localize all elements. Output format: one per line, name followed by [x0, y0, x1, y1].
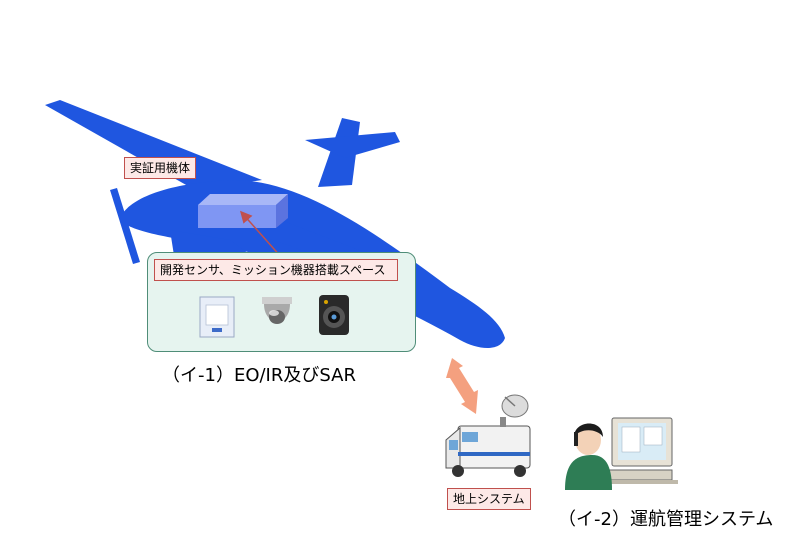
aircraft-label: 実証用機体	[124, 157, 197, 179]
ground-system-label: 地上システム	[447, 488, 531, 510]
payload-space-label: 開発センサ、ミッション機器搭載スペース	[154, 259, 398, 281]
propeller	[110, 188, 140, 264]
sensor-caption: （イ-1）EO/IR及びSAR	[162, 365, 356, 386]
rear-wing	[45, 100, 262, 190]
payload-box	[198, 194, 288, 228]
operations-caption: （イ-2）運航管理システム	[558, 509, 774, 530]
sar-antenna-icon	[199, 296, 235, 338]
satellite-van-icon	[445, 394, 531, 477]
dome-camera-icon	[262, 297, 292, 324]
eo-ir-turret-icon	[319, 295, 349, 335]
operator-workstation-icon	[565, 417, 678, 490]
pointer-arrow	[240, 210, 283, 259]
datalink-arrow	[446, 358, 478, 414]
horizontal-stabilizer	[305, 132, 400, 158]
